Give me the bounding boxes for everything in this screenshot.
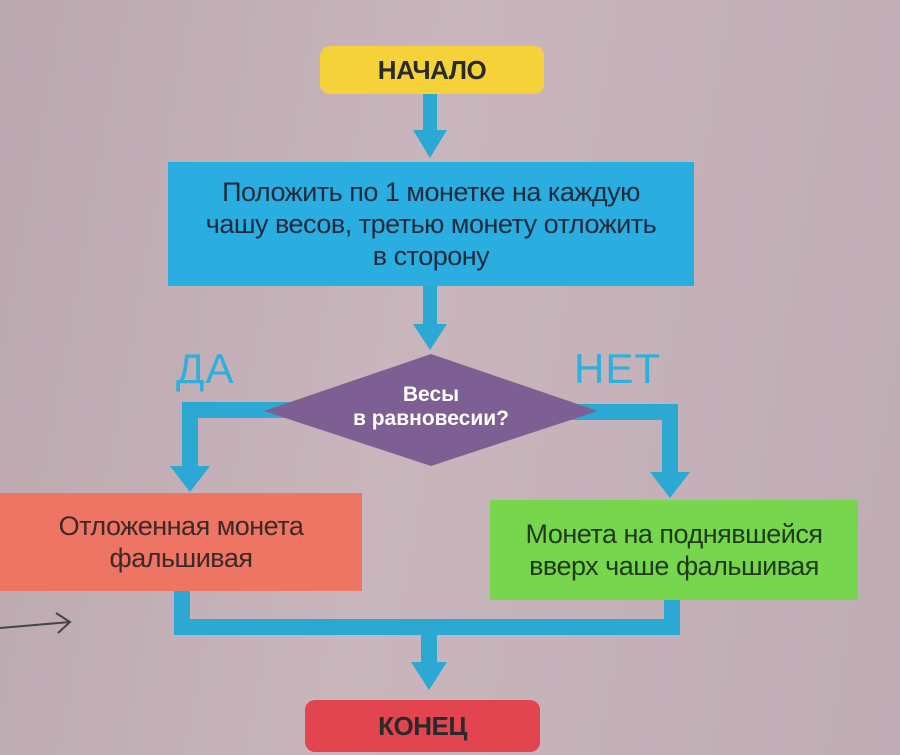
outcome-no-line: вверх чаше фальшивая <box>529 551 819 581</box>
connector-merge-end <box>421 627 437 667</box>
outcome-no-box: Монета на поднявшейся вверх чаше фальшив… <box>490 500 858 600</box>
start-label: НАЧАЛО <box>377 54 487 85</box>
decision-diamond <box>264 354 598 466</box>
branch-no-label: НЕТ <box>574 345 661 392</box>
outcome-yes-box: Отложенная монета фальшивая <box>0 493 362 591</box>
process-line: в сторону <box>372 241 490 271</box>
arrowhead-to-outcome-no <box>650 472 690 498</box>
outcome-yes-line: фальшивая <box>109 543 253 573</box>
arrowhead-to-process <box>413 130 447 158</box>
end-label: КОНЕЦ <box>378 710 467 741</box>
outcome-no-line: Монета на поднявшейся <box>525 519 823 549</box>
connector-start-process <box>423 94 437 134</box>
margin-arrow <box>0 612 72 634</box>
decision-line: Весы <box>402 383 460 406</box>
process-line: Положить по 1 монетке на каждую <box>222 177 640 207</box>
connector-decision-yes <box>182 402 302 472</box>
branch-yes-label: ДА <box>176 345 235 392</box>
connector-decision-no <box>570 404 678 478</box>
end-terminal: КОНЕЦ <box>305 700 540 752</box>
arrowhead-to-end <box>411 662 447 690</box>
outcome-yes-line: Отложенная монета <box>58 511 304 541</box>
decision-label: Весы в равновесии? <box>300 372 562 442</box>
connector-process-decision <box>423 286 437 328</box>
arrowhead-to-outcome-yes <box>170 466 210 492</box>
decision-line: в равновесии? <box>352 407 510 430</box>
process-box: Положить по 1 монетке на каждую чашу вес… <box>168 162 694 286</box>
arrowhead-to-decision <box>413 324 447 350</box>
process-line: чашу весов, третью монету отложить <box>205 209 657 239</box>
start-terminal: НАЧАЛО <box>320 46 544 94</box>
